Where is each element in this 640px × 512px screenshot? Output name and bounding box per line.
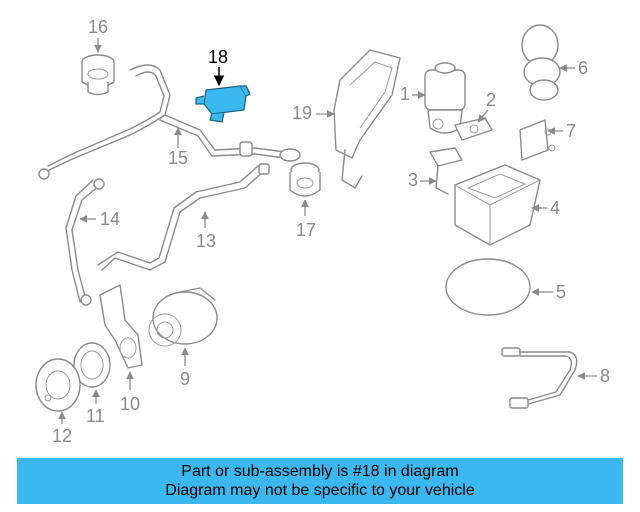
part-5-cover	[445, 258, 531, 316]
parts-diagram: 16 18 15 19 1 2 3 6 7 4 5 8 17 13 14 9 1	[35, 17, 610, 446]
part-16-valve	[81, 54, 115, 96]
callout-3: 3	[408, 170, 418, 190]
part-8-sensor-cable	[501, 347, 578, 409]
callout-17: 17	[296, 220, 316, 240]
callout-4: 4	[550, 198, 560, 218]
callout-18: 18	[208, 47, 228, 67]
part-18-solenoid-highlighted[interactable]	[195, 85, 251, 123]
callout-16: 16	[88, 17, 108, 37]
info-banner: Part or sub-assembly is #18 in diagram D…	[17, 458, 623, 504]
callout-19: 19	[292, 103, 312, 123]
callout-9: 9	[180, 369, 190, 389]
callout-14: 14	[100, 209, 120, 229]
part-10-bracket	[99, 284, 143, 369]
part-3-gasket	[429, 147, 463, 195]
callout-11: 11	[86, 406, 105, 426]
callout-7: 7	[566, 121, 576, 141]
callout-15: 15	[168, 148, 188, 168]
part-15-hose	[38, 64, 301, 180]
part-13-pipe	[97, 163, 270, 271]
callout-10: 10	[120, 394, 140, 414]
part-17-sensor	[289, 162, 321, 197]
part-9-air-pump	[148, 287, 218, 347]
banner-line-1: Part or sub-assembly is #18 in diagram	[181, 463, 459, 480]
part-11-gasket	[73, 342, 111, 388]
callouts: 16 18 15 19 1 2 3 6 7 4 5 8 17 13 14 9 1	[52, 17, 610, 446]
part-7-plate	[519, 119, 556, 161]
callout-2: 2	[486, 90, 496, 110]
callout-8: 8	[600, 366, 610, 386]
part-19-bracket	[333, 49, 401, 189]
callout-5: 5	[556, 282, 566, 302]
callout-13: 13	[196, 231, 216, 251]
part-2-gasket	[454, 117, 493, 141]
callout-1: 1	[400, 84, 410, 104]
part-4-control-box	[454, 164, 541, 246]
part-6-mount	[521, 24, 561, 101]
part-1-egr-valve	[424, 62, 466, 134]
banner-line-2: Diagram may not be specific to your vehi…	[165, 482, 475, 499]
part-14-pipe	[65, 178, 105, 306]
callout-6: 6	[578, 58, 588, 78]
part-12-flange	[35, 358, 81, 412]
callout-12: 12	[52, 426, 72, 446]
